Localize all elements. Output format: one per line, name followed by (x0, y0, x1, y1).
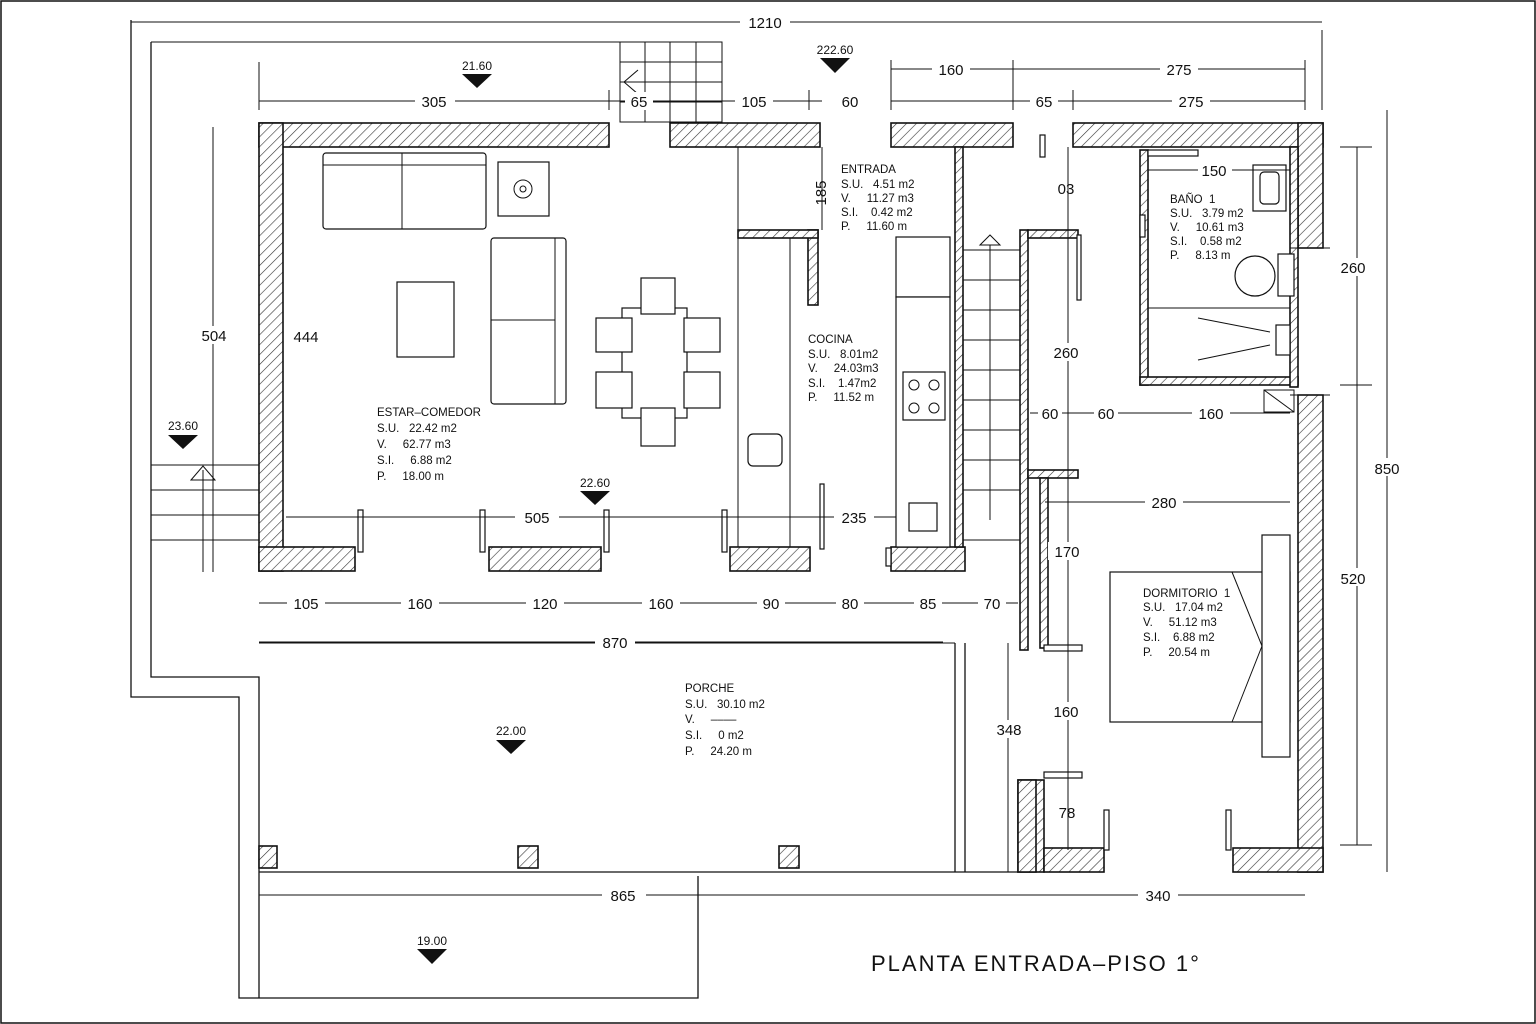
dim-label: 80 (842, 596, 859, 613)
dim-label: 160 (938, 62, 963, 79)
svg-text:V. 24.03m3: V. 24.03m3 (808, 363, 879, 375)
dim-label: 340 (1145, 888, 1170, 905)
level-label: 222.60 (817, 43, 854, 57)
svg-text:S.I. 6.88 m2: S.I. 6.88 m2 (1143, 632, 1215, 644)
dim-label: 60 (1042, 406, 1059, 423)
svg-text:S.U. 30.10 m2: S.U. 30.10 m2 (685, 699, 765, 711)
dim-label: 444 (293, 329, 318, 346)
svg-text:ESTAR–COMEDOR: ESTAR–COMEDOR (377, 407, 481, 419)
dim-label: 160 (648, 596, 673, 613)
room-porche: PORCHE S.U. 30.10 m2 V. –––– S.I. 0 m2 P… (685, 683, 765, 758)
dim-label: 348 (996, 722, 1021, 739)
svg-text:P. 11.60 m: P. 11.60 m (841, 221, 907, 233)
dim-label: 85 (920, 596, 937, 613)
dim-label: 275 (1166, 62, 1191, 79)
dim-label: 60 (1098, 406, 1115, 423)
svg-text:V. 11.27 m3: V. 11.27 m3 (841, 193, 914, 205)
dim-label: 90 (763, 596, 780, 613)
dim-label: 260 (1053, 345, 1078, 362)
room-bano: BAÑO 1 S.U. 3.79 m2 V. 10.61 m3 S.I. 0.5… (1170, 193, 1244, 262)
room-cocina: COCINA S.U. 8.01m2 V. 24.03m3 S.I. 1.47m… (808, 334, 879, 404)
dim-label: 260 (1340, 260, 1365, 277)
level-label: 19.00 (417, 934, 447, 948)
dim-label: 170 (1054, 544, 1079, 561)
level-label: 21.60 (462, 59, 492, 73)
dim-label: 03 (1058, 181, 1075, 198)
svg-text:S.U. 3.79 m2: S.U. 3.79 m2 (1170, 208, 1244, 220)
stair-left (151, 464, 259, 572)
svg-text:S.I. 0.58 m2: S.I. 0.58 m2 (1170, 236, 1242, 248)
svg-text:V. 10.61 m3: V. 10.61 m3 (1170, 222, 1244, 234)
dim-label: 865 (610, 888, 635, 905)
room-entrada: ENTRADA S.U. 4.51 m2 V. 11.27 m3 S.I. 0.… (841, 164, 915, 233)
svg-text:V. 62.77 m3: V. 62.77 m3 (377, 439, 451, 451)
svg-text:S.U. 17.04 m2: S.U. 17.04 m2 (1143, 602, 1223, 614)
level-markers (168, 58, 850, 964)
svg-text:V. ––––: V. –––– (685, 714, 737, 726)
svg-text:S.I. 0.42 m2: S.I. 0.42 m2 (841, 207, 913, 219)
svg-text:P. 20.54 m: P. 20.54 m (1143, 647, 1210, 659)
svg-text:V. 51.12 m3: V. 51.12 m3 (1143, 617, 1217, 629)
dim-label: 150 (1201, 163, 1226, 180)
dim-label: 65 (631, 94, 648, 111)
dim-label: 1210 (748, 15, 781, 32)
site-outline (130, 20, 699, 999)
dim-label: 105 (293, 596, 318, 613)
svg-text:P. 18.00 m: P. 18.00 m (377, 471, 444, 483)
dim-label: 120 (532, 596, 557, 613)
openings (286, 134, 1330, 851)
svg-text:S.U. 22.42 m2: S.U. 22.42 m2 (377, 423, 457, 435)
dim-label: 160 (407, 596, 432, 613)
dim-label: 870 (602, 635, 627, 652)
svg-text:S.I. 1.47m2: S.I. 1.47m2 (808, 378, 876, 390)
dimension-labels: 1210 305 65 105 60 160 275 65 275 504 44… (196, 13, 1406, 905)
level-label: 23.60 (168, 419, 198, 433)
dim-label: 520 (1340, 571, 1365, 588)
dim-label: 505 (524, 510, 549, 527)
dim-label: 235 (841, 510, 866, 527)
plan-title: PLANTA ENTRADA–PISO 1° (871, 951, 1201, 976)
room-dormitorio: DORMITORIO 1 S.U. 17.04 m2 V. 51.12 m3 S… (1143, 588, 1230, 659)
dim-label: 185 (813, 180, 830, 205)
svg-text:BAÑO 1: BAÑO 1 (1170, 193, 1215, 206)
svg-text:S.U. 8.01m2: S.U. 8.01m2 (808, 349, 878, 361)
dim-label: 850 (1374, 461, 1399, 478)
dim-label: 78 (1059, 805, 1076, 822)
dim-label: 60 (842, 94, 859, 111)
svg-text:S.I. 0 m2: S.I. 0 m2 (685, 730, 744, 742)
svg-text:COCINA: COCINA (808, 334, 853, 346)
svg-text:ENTRADA: ENTRADA (841, 164, 896, 176)
dim-label: 275 (1178, 94, 1203, 111)
dim-label: 160 (1198, 406, 1223, 423)
svg-text:P. 11.52 m: P. 11.52 m (808, 392, 874, 404)
svg-text:S.I. 6.88 m2: S.I. 6.88 m2 (377, 455, 452, 467)
svg-text:P. 24.20 m: P. 24.20 m (685, 746, 752, 758)
level-label: 22.00 (496, 724, 526, 738)
level-label: 22.60 (580, 476, 610, 490)
dim-label: 70 (984, 596, 1001, 613)
dim-label: 504 (201, 328, 226, 345)
dim-label: 305 (421, 94, 446, 111)
svg-text:S.U. 4.51 m2: S.U. 4.51 m2 (841, 179, 915, 191)
furniture (322, 152, 1295, 758)
svg-text:DORMITORIO 1: DORMITORIO 1 (1143, 588, 1230, 600)
room-estar-comedor: ESTAR–COMEDOR S.U. 22.42 m2 V. 62.77 m3 … (377, 407, 481, 483)
svg-text:PORCHE: PORCHE (685, 683, 735, 695)
dim-label: 280 (1151, 495, 1176, 512)
svg-text:P. 8.13 m: P. 8.13 m (1170, 250, 1231, 262)
dim-label: 65 (1036, 94, 1053, 111)
dim-label: 160 (1053, 704, 1078, 721)
dim-label: 105 (741, 94, 766, 111)
